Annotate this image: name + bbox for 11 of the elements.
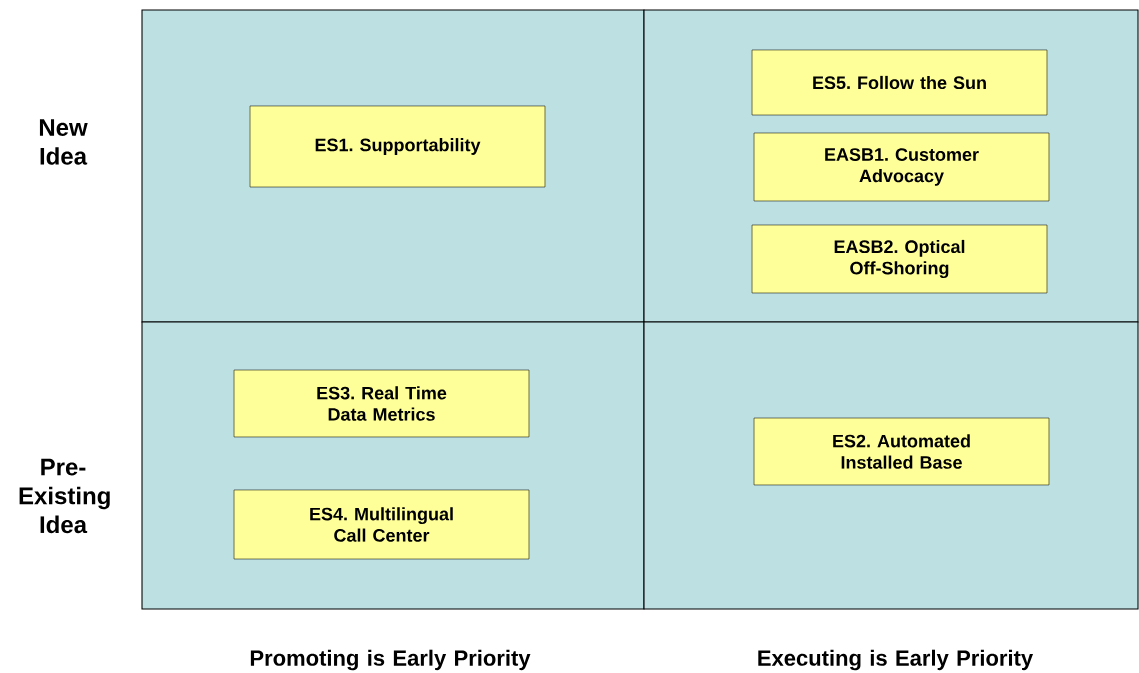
idea-box: EASB1. Customer Advocacy [753,132,1050,202]
idea-box: ES2. Automated Installed Base [753,417,1050,486]
idea-box: ES5. Follow the Sun [751,49,1048,116]
axis-label: Promoting is Early Priority [250,649,531,671]
axis-label: Executing is Early Priority [758,649,1033,671]
idea-box: ES4. Multilingual Call Center [233,489,530,560]
idea-box: ES3. Real Time Data Metrics [233,369,530,438]
axis-label: New Idea [39,119,88,165]
idea-box: ES1. Supportability [249,105,546,188]
idea-box: EASB2. Optical Off-Shoring [751,224,1048,294]
axis-label: Pre-Existing Idea [19,458,110,534]
